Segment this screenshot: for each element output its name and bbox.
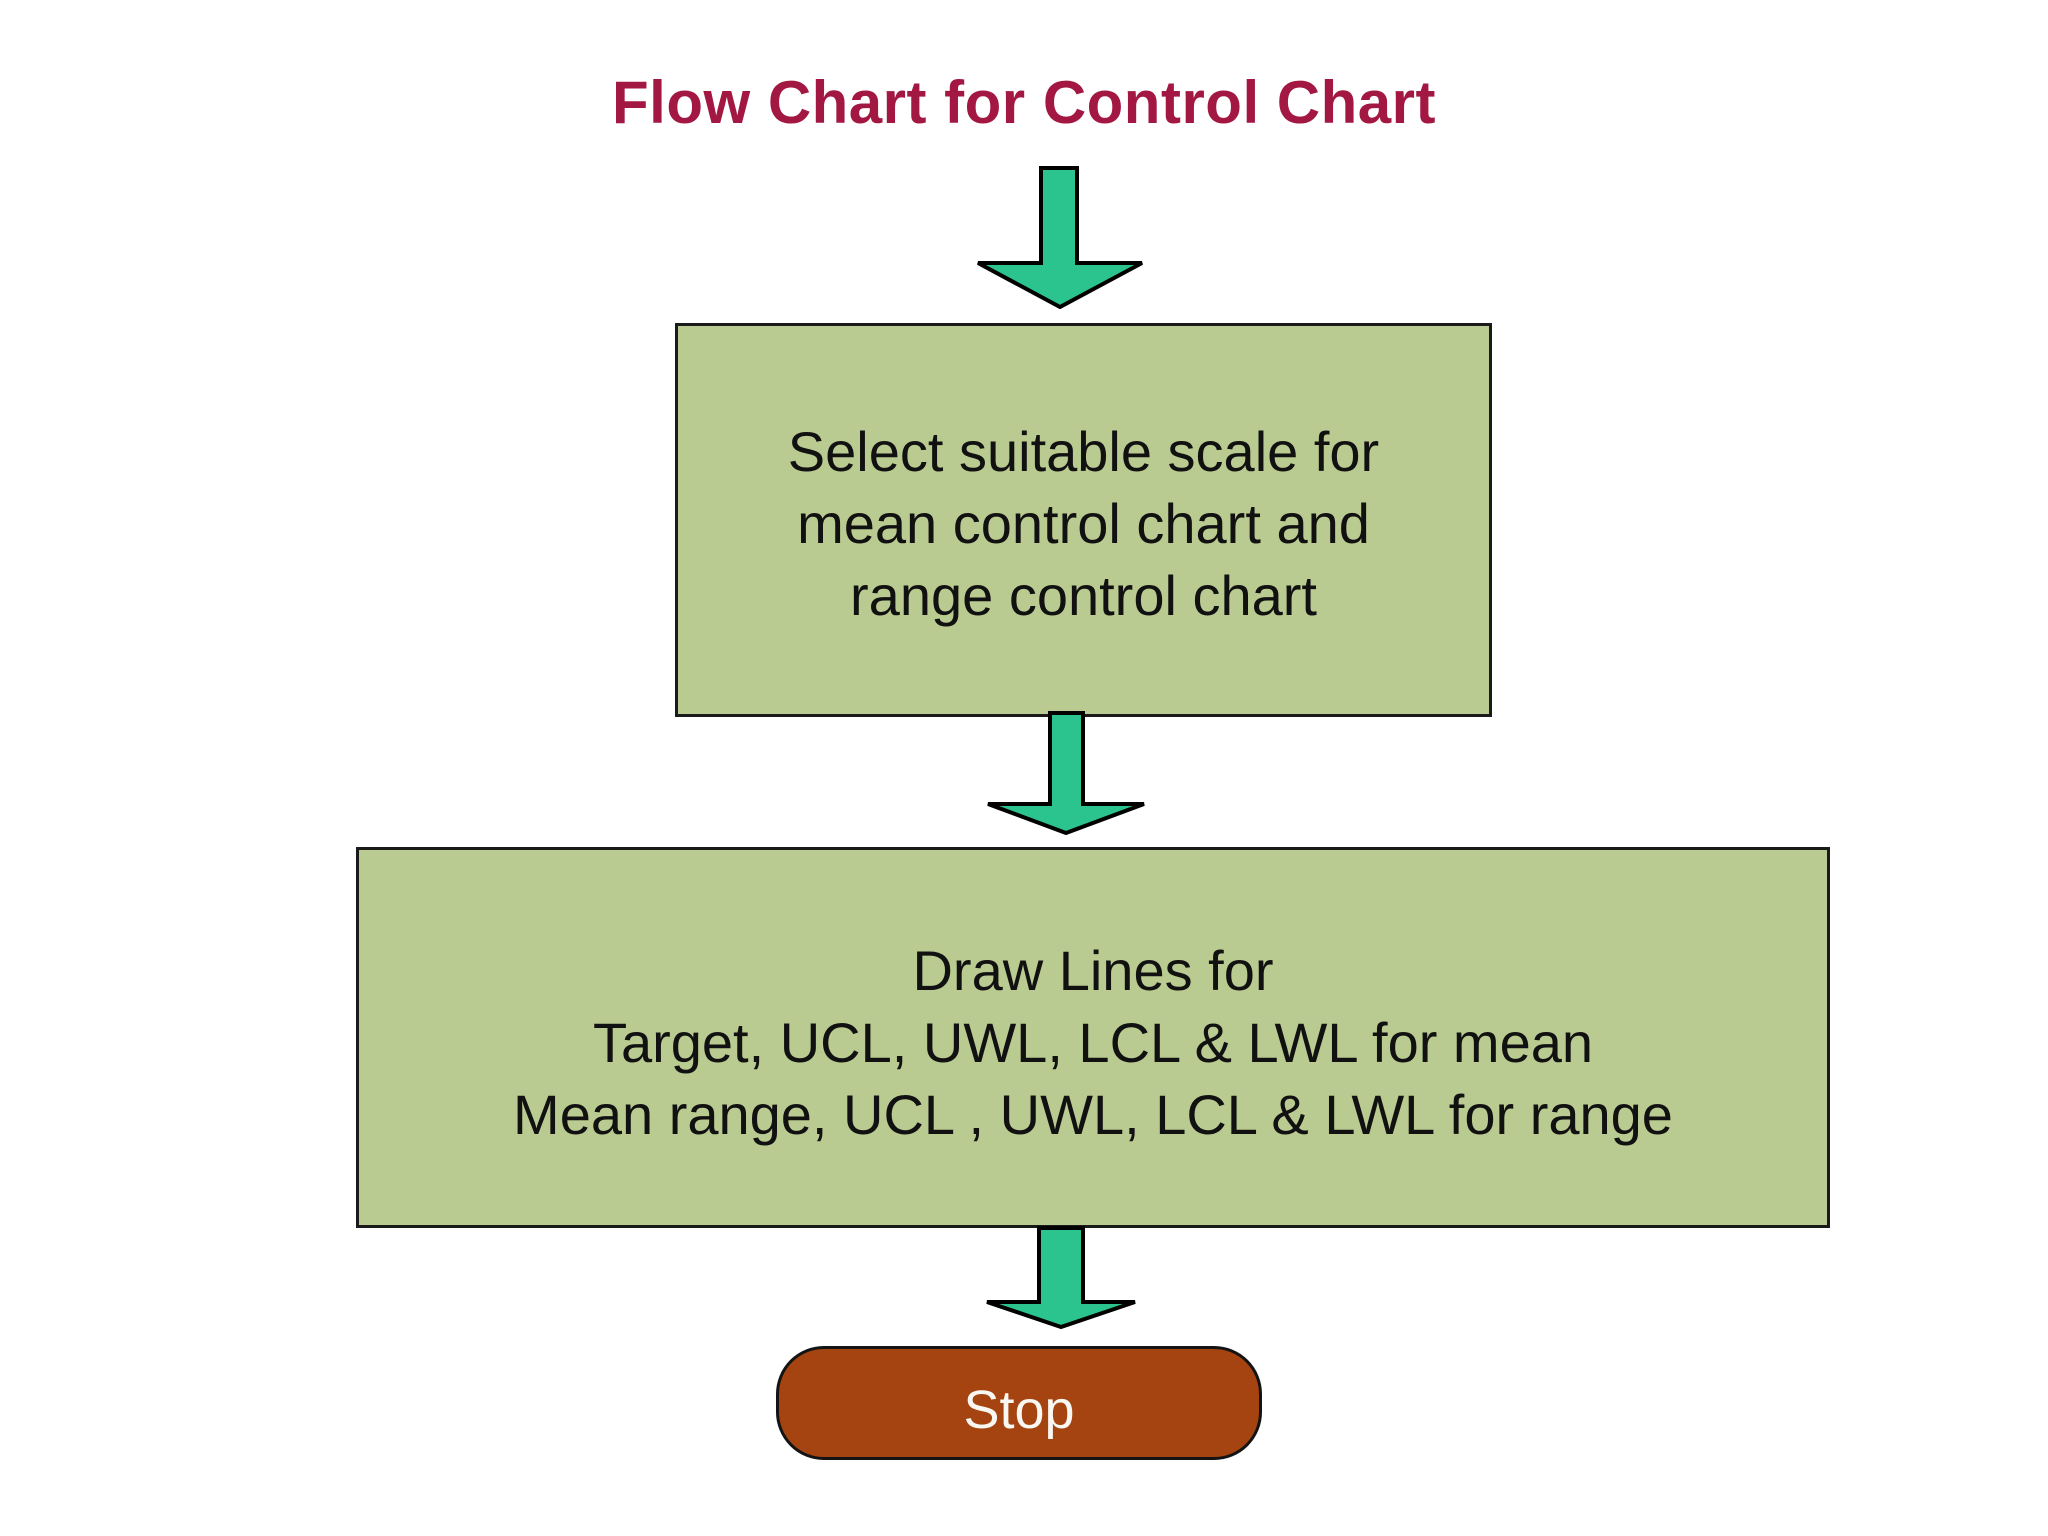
- flow-node-text-line: range control chart: [850, 564, 1317, 627]
- flow-node-stop: Stop: [776, 1346, 1262, 1460]
- flow-node-text-line: Select suitable scale for: [787, 420, 1380, 483]
- flow-node-select-scale: Select suitable scale for mean control c…: [675, 323, 1492, 717]
- flow-node-text-line: mean control chart and: [797, 492, 1370, 555]
- flow-node-draw-lines: Draw Lines for Target, UCL, UWL, LCL & L…: [356, 847, 1830, 1228]
- down-arrow-icon: [977, 166, 1143, 309]
- down-arrow-icon: [986, 1226, 1136, 1329]
- page-title: Flow Chart for Control Chart: [612, 69, 1436, 136]
- flow-node-text-line: Target, UCL, UWL, LCL & LWL for mean: [592, 1010, 1594, 1074]
- flow-node-text-line: Draw Lines for: [912, 938, 1274, 1002]
- down-arrow-icon: [987, 711, 1145, 835]
- flow-node-text-line: Mean range, UCL , UWL, LCL & LWL for ran…: [513, 1082, 1673, 1146]
- stop-label: Stop: [963, 1380, 1075, 1440]
